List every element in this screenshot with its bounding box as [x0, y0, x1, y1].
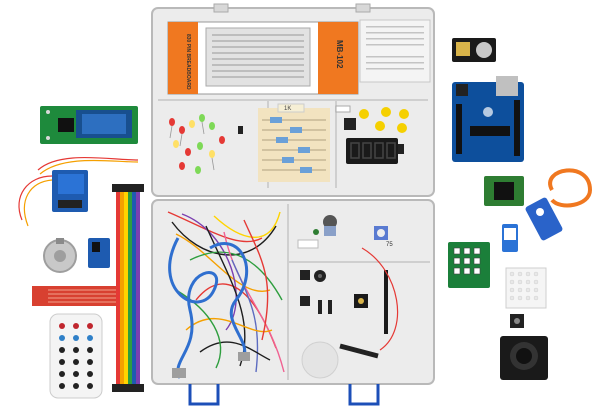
resistor-tag: 1K	[284, 106, 291, 112]
leds	[169, 114, 243, 174]
breadboard-model-label: MB-102	[335, 40, 344, 69]
stepper-motor	[43, 238, 77, 273]
relay-module	[52, 170, 88, 212]
usb-plug-b	[238, 352, 250, 361]
relay-wire	[18, 175, 53, 221]
usb-plug-a	[172, 368, 186, 378]
breadboard-box-caption: 830 PIN BREADBOARD	[185, 34, 191, 90]
led-matrix	[505, 267, 547, 309]
sensor-wire	[37, 156, 139, 171]
resistors: 1K	[258, 103, 330, 182]
lcd-1602-module	[40, 106, 138, 144]
ir-remote	[49, 313, 103, 399]
usb-cable	[168, 237, 249, 379]
ribbon-jumper-cable	[112, 184, 144, 392]
water-level-sensor	[32, 286, 120, 306]
joystick-module	[500, 336, 548, 380]
temperature-sensor-module	[502, 224, 518, 252]
relay-wire-2	[23, 179, 53, 227]
tact-button	[510, 314, 524, 328]
rtc-module	[452, 38, 496, 62]
servo-motor	[525, 168, 593, 241]
capacitor-label: 75	[386, 242, 393, 248]
case-tray	[151, 199, 435, 385]
case-handles	[188, 384, 380, 406]
loose-parts: 75	[297, 229, 399, 359]
arduino-uno-board	[452, 76, 524, 162]
ir-receiver-module	[88, 238, 110, 268]
stepper-driver-board	[484, 176, 524, 206]
sensor-wire-2	[39, 159, 139, 175]
potentiometer	[323, 215, 388, 240]
seven-segment-display	[346, 138, 398, 164]
push-buttons	[335, 105, 409, 154]
breadboard-box: MB-102 830 PIN BREADBOARD	[167, 19, 431, 95]
keypad-module	[448, 242, 490, 288]
